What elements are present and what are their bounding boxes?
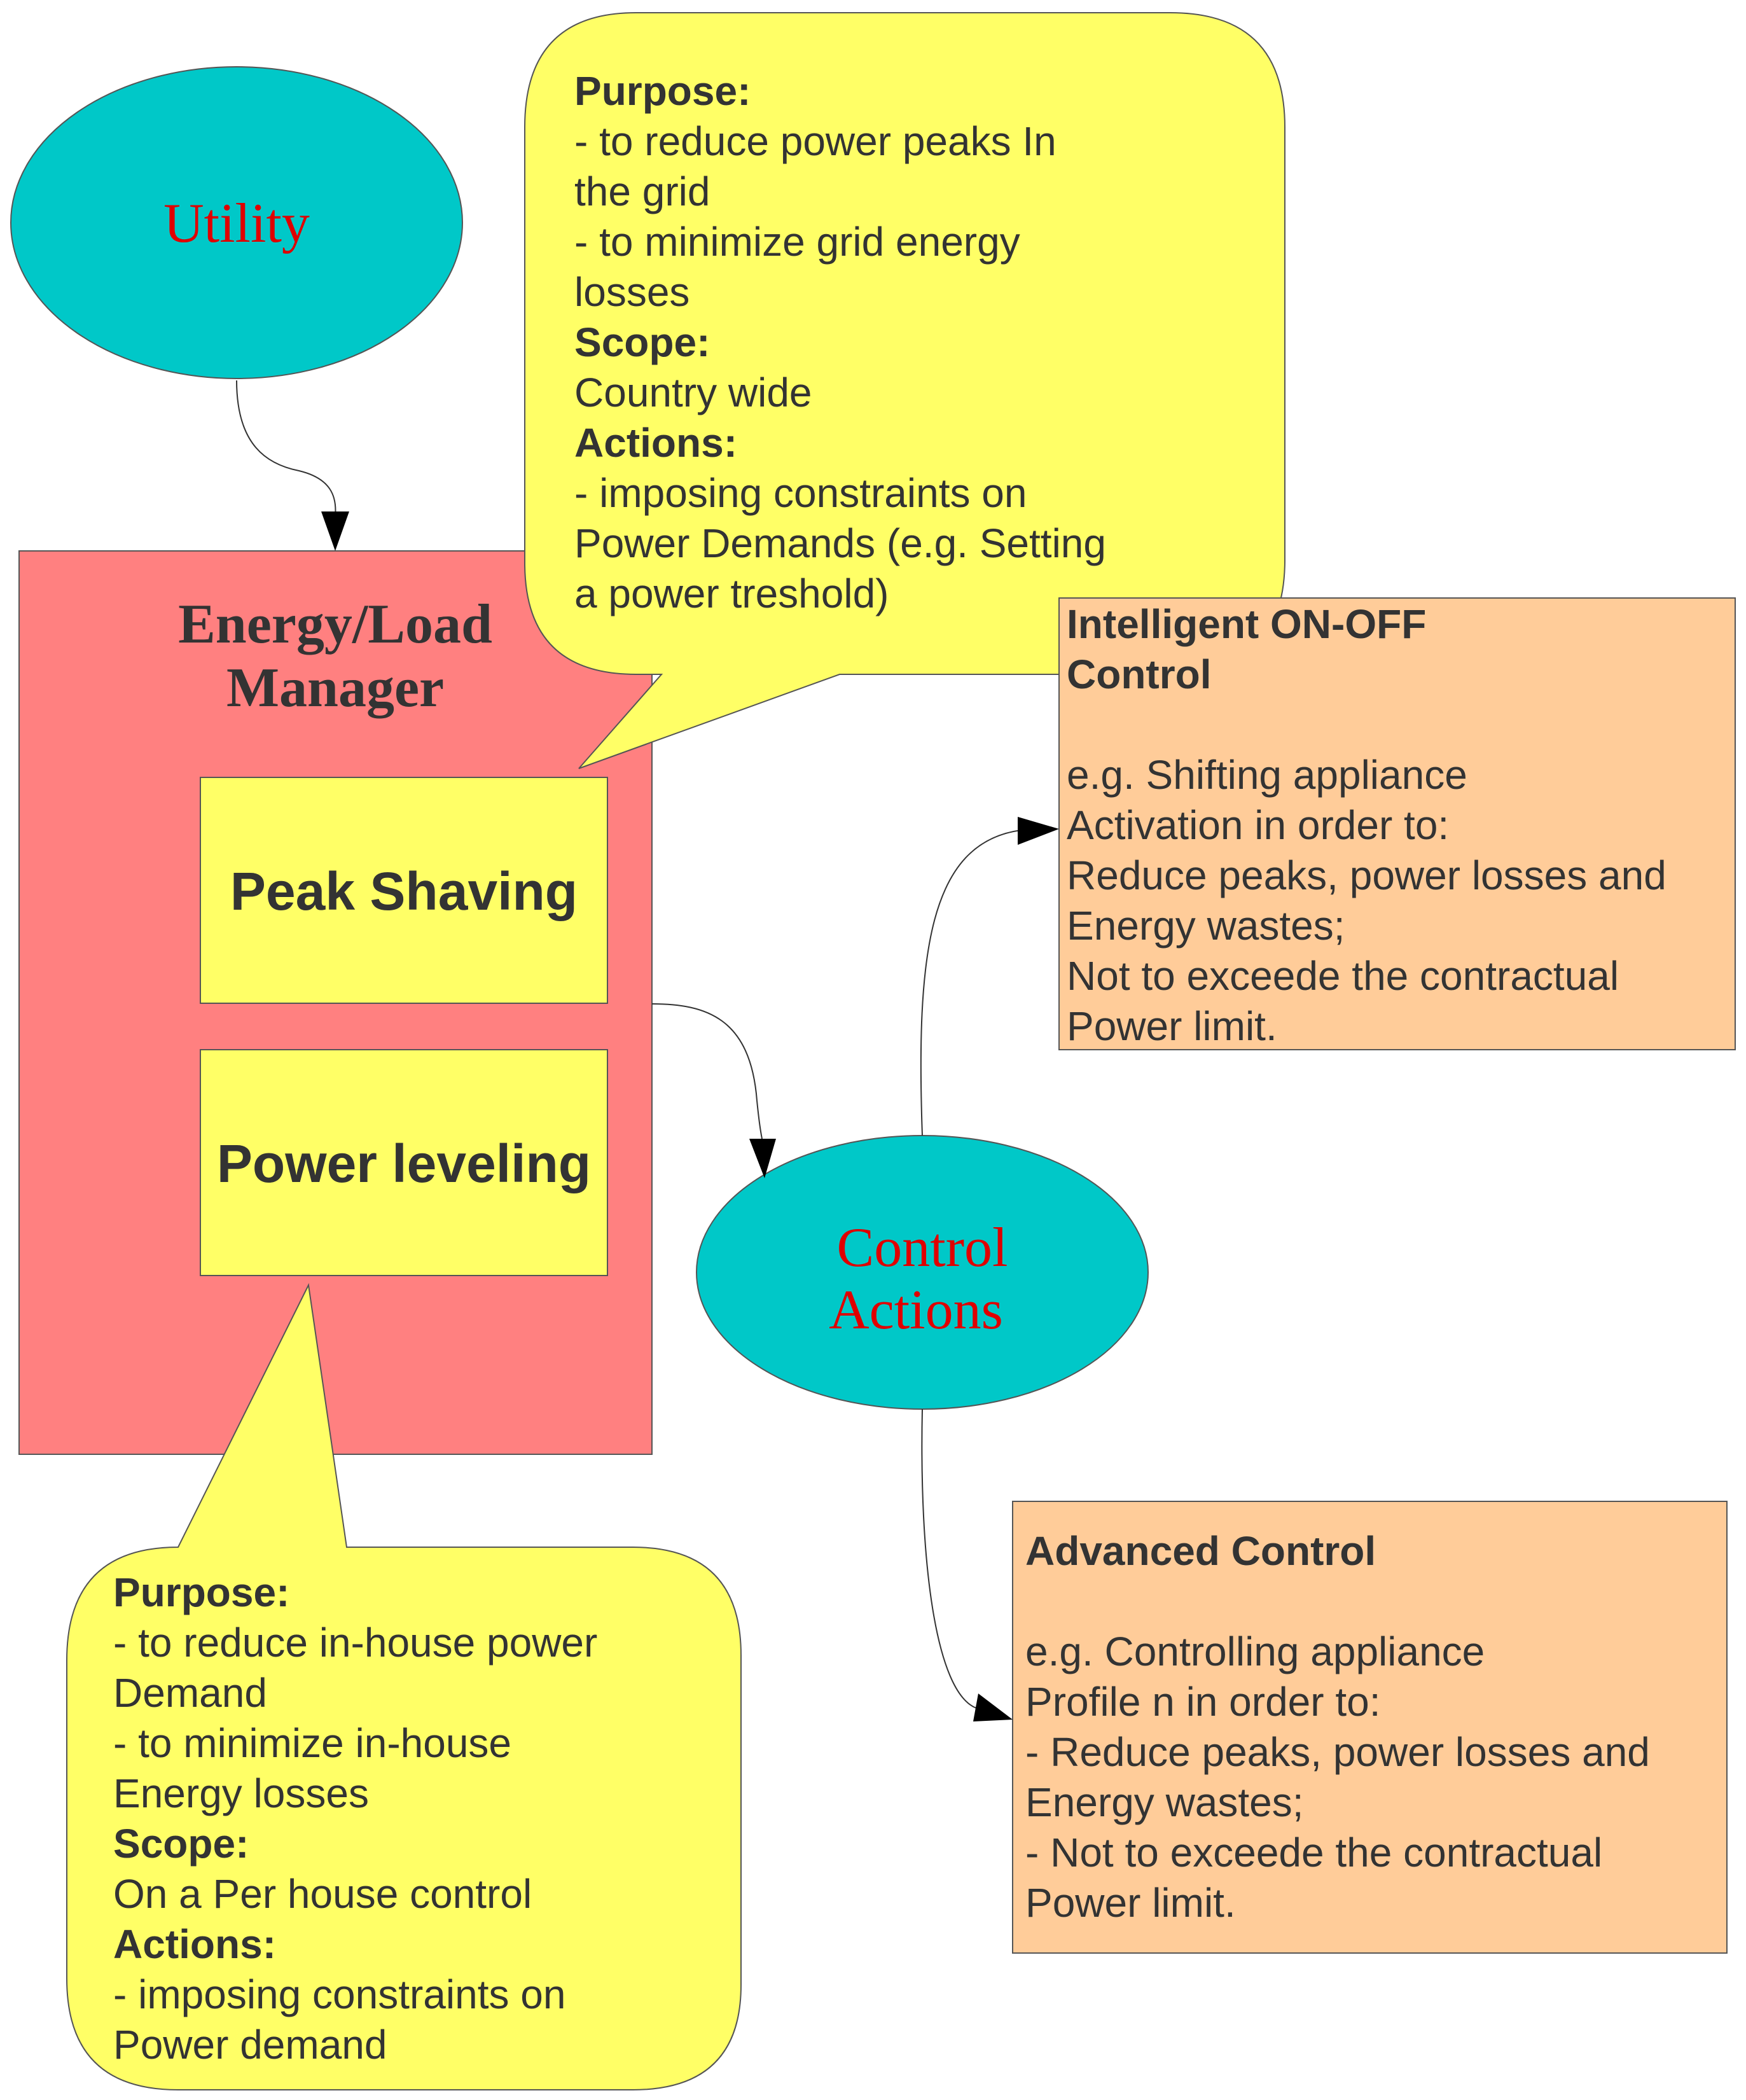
box-advanced-line: Profile n in order to:: [1025, 1679, 1381, 1725]
box-intelligent-line: e.g. Shifting appliance: [1067, 752, 1467, 798]
arrowhead-utility-to-manager: [321, 511, 349, 551]
callout-top-line: - imposing constraints on: [574, 470, 1027, 516]
callout-top-bubble: [524, 12, 1285, 769]
box-intelligent-line: Control: [1067, 651, 1212, 697]
box-intelligent-line: Power limit.: [1067, 1003, 1277, 1049]
callout-bottom-line: Actions:: [113, 1921, 276, 1967]
arrowhead-control-to-advanced: [973, 1693, 1013, 1721]
manager-title-line1: Energy/Load: [178, 594, 492, 655]
callout-top-line: Actions:: [574, 420, 737, 466]
callout-top-line: losses: [574, 269, 689, 315]
callout-top-line: Purpose:: [574, 68, 751, 114]
advanced-control-box[interactable]: [1012, 1501, 1728, 1954]
connector-utility-to-manager: [236, 380, 336, 517]
peak-shaving-label: Peak Shaving: [230, 861, 578, 921]
box-intelligent-line: Not to exceede the contractual: [1067, 953, 1619, 999]
callout-bottom-bubble: [66, 1283, 742, 2090]
power-leveling-label: Power leveling: [217, 1134, 591, 1193]
connector-control-to-intelligent: [920, 830, 1022, 1136]
callout-bottom-line: - to reduce in-house power: [113, 1620, 597, 1665]
callout-top-text: Purpose:- to reduce power peaks In the gr…: [574, 68, 1106, 616]
callout-bottom-line: - to minimize in-house: [113, 1720, 511, 1766]
callout-top-line: - to reduce power peaks In: [574, 118, 1057, 164]
callout-top-line: the grid: [574, 169, 710, 214]
connector-control-to-advanced: [921, 1408, 977, 1709]
box-advanced-line: - Reduce peaks, power losses and: [1025, 1729, 1650, 1775]
callout-top-line: Country wide: [574, 370, 812, 415]
peak-shaving-box[interactable]: [200, 777, 608, 1004]
callout-bottom-line: On a Per house control: [113, 1871, 532, 1917]
box-intelligent-line: Energy wastes;: [1067, 903, 1345, 949]
box-advanced-line: Power limit.: [1025, 1880, 1236, 1926]
box-intelligent-line: Reduce peaks, power losses and: [1067, 852, 1666, 898]
box-advanced-line: Energy wastes;: [1025, 1779, 1304, 1825]
advanced-control-text: Advanced Control e.g. Controlling applian…: [1025, 1528, 1650, 1926]
arrowhead-peak-to-control: [749, 1139, 776, 1178]
intelligent-on-off-box[interactable]: [1058, 597, 1736, 1050]
callout-top-line: a power treshold): [574, 571, 889, 616]
power-leveling-box[interactable]: [200, 1049, 608, 1276]
box-advanced-line: - Not to exceede the contractual: [1025, 1830, 1602, 1875]
callout-bottom-line: - imposing constraints on: [113, 1971, 565, 2017]
callout-bottom-line: Scope:: [113, 1821, 249, 1867]
box-advanced-line: e.g. Controlling appliance: [1025, 1629, 1485, 1674]
callout-bottom-line: Power demand: [113, 2022, 387, 2068]
connector-peak-to-control: [651, 1003, 763, 1139]
callout-top-line: Scope:: [574, 319, 710, 365]
arrowhead-control-to-intelligent: [1018, 817, 1059, 845]
callout-bottom-line: Demand: [113, 1670, 267, 1716]
manager-title-line2: Manager: [226, 657, 444, 719]
box-advanced-line: Advanced Control: [1025, 1528, 1376, 1574]
control-actions-label-line1: Control: [837, 1217, 1008, 1279]
callout-top-line: - to minimize grid energy: [574, 219, 1020, 265]
box-intelligent-line: Activation in order to:: [1067, 802, 1449, 848]
callout-bottom-line: Purpose:: [113, 1569, 289, 1615]
callout-bottom-text: Purpose: - to reduce in-house powerDemand…: [113, 1569, 597, 2068]
utility-node[interactable]: [10, 66, 463, 379]
utility-label: Utility: [163, 193, 310, 254]
callout-bottom-line: Energy losses: [113, 1770, 369, 1816]
box-intelligent-line: Intelligent ON-OFF: [1067, 601, 1426, 647]
callout-top-line: Power Demands (e.g. Setting: [574, 520, 1106, 566]
control-actions-label-line2: Actions: [829, 1279, 1003, 1341]
